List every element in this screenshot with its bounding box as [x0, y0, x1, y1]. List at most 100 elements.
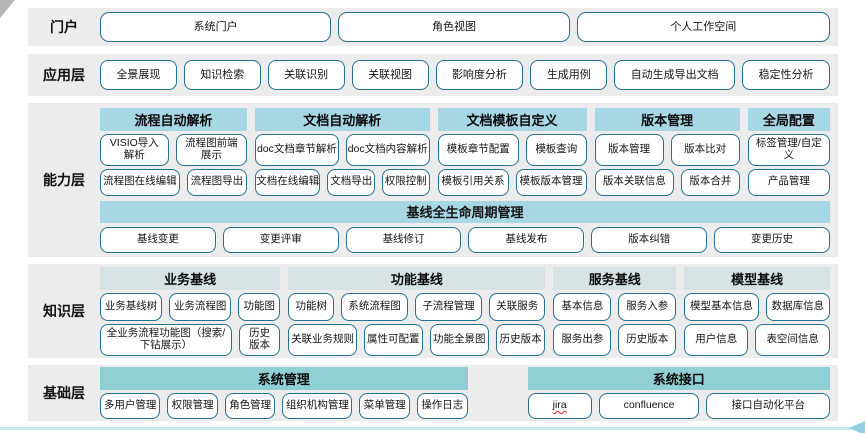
layer-band-portal: 门户 系统门户角色视图个人工作空间: [28, 8, 838, 46]
base-box[interactable]: 操作日志: [417, 393, 468, 419]
baseline-box[interactable]: 基线修订: [345, 226, 462, 253]
knowledge-groups: 业务基线 业务基线树业务流程图功能图 全业务流程功能图（搜索/下钻展示）历史版本…: [100, 266, 831, 356]
capability-box[interactable]: 权限控制: [381, 168, 430, 196]
application-box[interactable]: 稳定性分析: [742, 60, 830, 90]
group-gap: [476, 367, 520, 419]
capability-box[interactable]: 版本关联信息: [594, 168, 675, 196]
capability-box[interactable]: 版本管理: [594, 133, 664, 166]
baseline-items-row: 基线变更变更评审基线修订基线发布版本纠错变更历史: [100, 226, 830, 253]
slide-corner-decoration: [0, 0, 15, 18]
base-groups: 系统管理 多用户管理权限管理角色管理组织机构管理菜单管理操作日志 系统接口 ji…: [100, 367, 831, 419]
knowledge-box[interactable]: 历史版本: [495, 323, 546, 356]
base-box[interactable]: 权限管理: [167, 393, 218, 419]
layer-label-capability: 能力层: [43, 172, 85, 188]
left-arrowhead-icon: [849, 421, 865, 433]
knowledge-box[interactable]: 用户信息: [684, 323, 749, 356]
interface-box[interactable]: 接口自动化平台: [706, 393, 831, 419]
capability-box[interactable]: 流程图导出: [186, 168, 248, 196]
group-header: 文档自动解析: [255, 107, 430, 131]
application-box[interactable]: 知识检索: [183, 60, 261, 90]
layer-label-application: 应用层: [43, 67, 85, 83]
capability-box[interactable]: 文档在线编辑: [255, 168, 321, 196]
capability-box[interactable]: 流程图在线编辑: [100, 168, 180, 196]
capability-group-process-parse: 流程自动解析 VISIO导入解析流程图前端展示 流程图在线编辑流程图导出: [100, 107, 248, 196]
baseline-box[interactable]: 基线变更: [100, 226, 216, 253]
portal-items-row: 系统门户角色视图个人工作空间: [100, 12, 830, 42]
knowledge-box[interactable]: 基本信息: [553, 292, 612, 321]
layer-band-application: 应用层 全景展现知识检索关联识别关联视图影响度分析生成用例自动生成导出文档稳定性…: [28, 54, 838, 96]
knowledge-group-function-baseline: 功能基线 功能树系统流程图子流程管理关联服务 关联业务规则属性可配置功能全景图历…: [288, 266, 546, 356]
application-box[interactable]: 生成用例: [530, 60, 608, 90]
application-box[interactable]: 影响度分析: [435, 60, 524, 90]
capability-groups: 流程自动解析 VISIO导入解析流程图前端展示 流程图在线编辑流程图导出 文档自…: [100, 107, 830, 196]
knowledge-box[interactable]: 全业务流程功能图（搜索/下钻展示）: [100, 323, 232, 356]
group-header: 业务基线: [100, 266, 281, 290]
group-header: 服务基线: [553, 266, 677, 290]
application-box[interactable]: 自动生成导出文档: [614, 60, 736, 90]
capability-box[interactable]: 模板查询: [526, 133, 587, 166]
knowledge-group-service-baseline: 服务基线 基本信息服务入参 服务出参历史版本: [553, 266, 677, 356]
knowledge-box[interactable]: 业务流程图: [169, 292, 232, 321]
base-box[interactable]: 菜单管理: [359, 393, 410, 419]
capability-box[interactable]: 文档导出: [327, 168, 375, 196]
baseline-box[interactable]: 基线发布: [468, 226, 585, 253]
baseline-lifecycle-header: 基线全生命周期管理: [100, 200, 830, 223]
baseline-box[interactable]: 变更评审: [222, 226, 339, 253]
application-box[interactable]: 关联识别: [267, 60, 345, 90]
baseline-box[interactable]: 变更历史: [714, 226, 830, 253]
capability-box[interactable]: 版本比对: [670, 133, 740, 166]
capability-box[interactable]: 版本合并: [681, 168, 740, 196]
portal-box[interactable]: 个人工作空间: [576, 12, 830, 42]
knowledge-box[interactable]: 子流程管理: [415, 292, 483, 321]
knowledge-box[interactable]: 业务基线树: [100, 292, 163, 321]
knowledge-box[interactable]: 系统流程图: [341, 292, 409, 321]
knowledge-box[interactable]: 属性可配置: [363, 323, 423, 356]
knowledge-box[interactable]: 功能树: [288, 292, 335, 321]
application-box[interactable]: 关联视图: [351, 60, 429, 90]
knowledge-group-business-baseline: 业务基线 业务基线树业务流程图功能图 全业务流程功能图（搜索/下钻展示）历史版本: [100, 266, 281, 356]
capability-box[interactable]: 产品管理: [747, 168, 830, 196]
base-box[interactable]: 角色管理: [224, 393, 276, 419]
portal-box[interactable]: 角色视图: [338, 12, 570, 42]
capability-box[interactable]: 流程图前端展示: [175, 133, 248, 166]
knowledge-box[interactable]: 服务入参: [618, 292, 677, 321]
layer-band-capability: 能力层 流程自动解析 VISIO导入解析流程图前端展示 流程图在线编辑流程图导出…: [28, 103, 838, 257]
group-header: 全局配置: [747, 107, 830, 131]
group-header: 功能基线: [288, 266, 546, 290]
application-items-row: 全景展现知识检索关联识别关联视图影响度分析生成用例自动生成导出文档稳定性分析: [100, 60, 830, 90]
knowledge-box[interactable]: 服务出参: [553, 323, 612, 356]
group-header: 版本管理: [594, 107, 740, 131]
application-box[interactable]: 全景展现: [100, 60, 177, 90]
knowledge-box[interactable]: 历史版本: [618, 323, 677, 356]
knowledge-box[interactable]: 关联服务: [489, 292, 546, 321]
layer-band-knowledge: 知识层 业务基线 业务基线树业务流程图功能图 全业务流程功能图（搜索/下钻展示）…: [28, 264, 838, 358]
knowledge-box[interactable]: 表空间信息: [755, 323, 831, 356]
knowledge-group-model-baseline: 模型基线 模型基本信息数据库信息 用户信息表空间信息: [684, 266, 831, 356]
base-box[interactable]: 组织机构管理: [282, 393, 353, 419]
capability-box[interactable]: 标签管理/自定义: [747, 133, 830, 166]
base-box[interactable]: 多用户管理: [100, 393, 161, 419]
capability-box[interactable]: 模板章节配置: [437, 133, 520, 166]
capability-box[interactable]: VISIO导入解析: [100, 133, 169, 166]
capability-box[interactable]: 模板引用关系: [437, 168, 509, 196]
knowledge-box[interactable]: 功能图: [238, 292, 281, 321]
capability-box[interactable]: doc文档内容解析: [345, 133, 430, 166]
knowledge-box[interactable]: 数据库信息: [765, 292, 830, 321]
baseline-box[interactable]: 版本纠错: [591, 226, 708, 253]
portal-box[interactable]: 系统门户: [100, 12, 332, 42]
knowledge-box[interactable]: 功能全景图: [429, 323, 489, 356]
interface-box[interactable]: jira: [527, 393, 592, 419]
capability-group-global-config: 全局配置 标签管理/自定义 产品管理: [747, 107, 830, 196]
knowledge-box[interactable]: 关联业务规则: [288, 323, 357, 356]
group-header: 流程自动解析: [100, 107, 248, 131]
knowledge-box[interactable]: 模型基本信息: [684, 292, 759, 321]
capability-box[interactable]: 模板版本管理: [515, 168, 587, 196]
knowledge-box[interactable]: 历史版本: [238, 323, 281, 356]
layer-label-knowledge: 知识层: [43, 303, 85, 319]
capability-box[interactable]: doc文档章节解析: [255, 133, 339, 166]
layer-label-base: 基础层: [43, 385, 85, 401]
interface-box[interactable]: confluence: [598, 393, 700, 419]
